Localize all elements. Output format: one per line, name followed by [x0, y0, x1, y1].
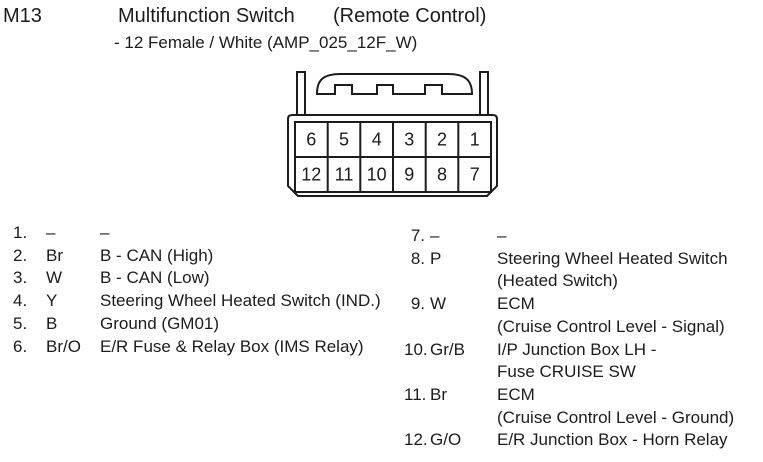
- pin-number-label: 6.: [13, 336, 28, 356]
- pin-number: 12: [301, 165, 321, 185]
- pin-description: Steering Wheel Heated Switch (Heated Swi…: [497, 248, 728, 291]
- connector-code: M13: [3, 5, 42, 27]
- pin-description: Steering Wheel Heated Switch (IND.): [100, 291, 381, 311]
- pin-description: Ground (GM01): [100, 313, 220, 333]
- pinout-row-11: 11. Br ECM (Cruise Control Level - Groun…: [404, 384, 763, 429]
- pinout-row-12: 12. G/O E/R Junction Box - Horn Relay: [404, 429, 763, 452]
- pin-number: 8: [437, 165, 447, 185]
- pin-description: ECM (Cruise Control Level - Ground): [497, 384, 735, 427]
- pin-description: B - CAN (High): [100, 245, 214, 265]
- connector-latch: [315, 73, 474, 95]
- pin-number-label: 1.: [13, 223, 28, 242]
- pin-description: I/P Junction Box LH - Fuse CRUISE SW: [497, 339, 657, 382]
- pin-number-label: 3.: [13, 268, 28, 288]
- pin-number: 5: [339, 130, 349, 150]
- page-title-suffix: (Remote Control): [333, 5, 487, 27]
- pinout-row-9: 9. W ECM (Cruise Control Level - Signal): [404, 293, 763, 338]
- pinout-row-1: 1. – –: [13, 222, 403, 245]
- wire-color-code: Br: [430, 384, 447, 404]
- pin-number-label: 7.: [410, 226, 425, 245]
- pin-number: 4: [372, 130, 382, 150]
- pin-description: B - CAN (Low): [100, 268, 210, 288]
- wire-color-code: P: [430, 248, 442, 268]
- pin-number: 6: [306, 130, 316, 150]
- pinout-row-7: 7. – –: [404, 225, 763, 248]
- pin-number-label: 5.: [13, 313, 28, 333]
- pin-number: 1: [470, 130, 480, 150]
- wire-color-code: Br: [46, 245, 63, 265]
- pinout-row-5: 5. B Ground (GM01): [13, 313, 403, 336]
- pin-description: E/R Fuse & Relay Box (IMS Relay): [100, 336, 364, 356]
- pinout-row-3: 3. W B - CAN (Low): [13, 267, 403, 290]
- pinout-row-2: 2. Br B - CAN (High): [13, 245, 403, 268]
- pin-number-label: 11.: [404, 384, 427, 404]
- wire-color-code: B: [46, 313, 58, 333]
- pin-number: 7: [470, 165, 480, 185]
- wire-color-code: Gr/B: [430, 339, 465, 359]
- wire-color-code: –: [430, 226, 440, 245]
- wire-color-code: G/O: [430, 430, 462, 450]
- pin-description: E/R Junction Box - Horn Relay: [497, 430, 728, 450]
- connector-diagram: 6 5 4 3 2 1 12 11 10 9 8 7: [287, 71, 498, 197]
- pin-number: 9: [404, 165, 414, 185]
- pinout-row-6: 6. Br/O E/R Fuse & Relay Box (IMS Relay): [13, 336, 403, 359]
- pinout-row-10: 10. Gr/B I/P Junction Box LH - Fuse CRUI…: [404, 339, 763, 384]
- pinout-row-4: 4. Y Steering Wheel Heated Switch (IND.): [13, 290, 403, 313]
- pin-description: –: [100, 223, 110, 242]
- wire-color-code: –: [46, 223, 56, 242]
- pin-number-label: 9.: [410, 294, 425, 314]
- wire-color-code: W: [46, 268, 63, 288]
- pin-number: 2: [437, 130, 447, 150]
- wire-color-code: Y: [46, 291, 58, 311]
- pin-number: 10: [367, 165, 387, 185]
- pin-number-label: 12.: [404, 430, 428, 450]
- pinout-list-right: 7. – – 8. P Steering Wheel Heated Switch…: [404, 225, 763, 452]
- pin-number-label: 10.: [404, 339, 428, 359]
- connector-tab-left: [296, 71, 306, 117]
- pin-description: –: [497, 226, 507, 245]
- pin-description: ECM (Cruise Control Level - Signal): [497, 294, 725, 336]
- pinout-list-left: 1. – – 2. Br B - CAN (High) 3. W B - CAN…: [13, 222, 403, 358]
- pin-number-label: 2.: [13, 245, 28, 265]
- wire-color-code: W: [430, 294, 447, 314]
- wire-color-code: Br/O: [46, 336, 81, 356]
- connector-tab-right: [479, 71, 489, 117]
- pinout-row-8: 8. P Steering Wheel Heated Switch (Heate…: [404, 248, 763, 293]
- pin-number: 3: [404, 130, 414, 150]
- pin-number: 11: [335, 165, 354, 185]
- pin-number-label: 4.: [13, 291, 28, 311]
- connector-subtitle: - 12 Female / White (AMP_025_12F_W): [114, 33, 418, 52]
- pin-number-label: 8.: [410, 248, 425, 268]
- page-title: Multifunction Switch: [118, 5, 295, 27]
